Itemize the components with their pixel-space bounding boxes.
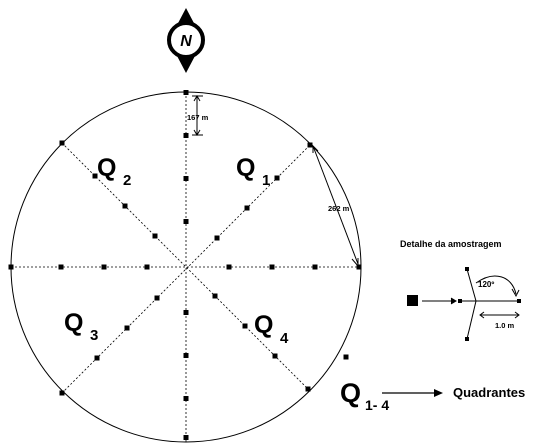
sampling-point bbox=[92, 173, 98, 179]
quadrant-q: Q bbox=[64, 309, 83, 337]
quadrant-q: Q bbox=[97, 154, 116, 182]
transect-nw-se bbox=[61, 142, 311, 392]
sampling-point bbox=[272, 353, 278, 359]
detail-square-marker bbox=[407, 295, 418, 306]
detail-length-label: 1.0 m bbox=[495, 321, 515, 330]
sampling-point bbox=[214, 235, 220, 241]
quadrant-label-4: Q 4 bbox=[254, 311, 289, 347]
legend-range: 1- 4 bbox=[365, 397, 389, 413]
sampling-point bbox=[183, 90, 189, 95]
detail-point bbox=[465, 267, 469, 271]
sampling-point bbox=[183, 353, 189, 358]
sampling-point bbox=[183, 396, 189, 401]
sampling-point bbox=[212, 293, 218, 299]
sampling-point bbox=[356, 264, 362, 270]
north-compass: N bbox=[167, 8, 205, 73]
sampling-point bbox=[152, 233, 158, 239]
spacing-dimension bbox=[192, 95, 203, 136]
quadrant-subscript: 1 bbox=[262, 172, 270, 189]
sampling-points bbox=[8, 90, 362, 440]
quadrant-subscript: 2 bbox=[123, 172, 131, 189]
transect-ne-sw bbox=[61, 144, 311, 394]
sampling-point bbox=[183, 310, 189, 315]
detail-point bbox=[465, 337, 469, 341]
detail-point bbox=[458, 299, 462, 303]
sampling-point bbox=[183, 176, 189, 181]
sampling-point bbox=[305, 386, 311, 392]
detail-angle-label: 120º bbox=[478, 280, 494, 289]
sampling-point bbox=[343, 354, 349, 360]
sampling-point bbox=[124, 325, 130, 331]
sampling-point bbox=[183, 133, 189, 138]
quadrant-label-1: Q 1 bbox=[236, 154, 270, 189]
legend-label: Quadrantes bbox=[453, 385, 525, 400]
compass-south-arrow bbox=[176, 54, 196, 73]
arc-label: 262 m bbox=[328, 204, 350, 213]
sampling-detail: 120º 1.0 m bbox=[407, 267, 521, 341]
legend-q: Q bbox=[340, 378, 361, 408]
sampling-point bbox=[307, 142, 313, 148]
quadrant-subscript: 4 bbox=[280, 330, 289, 347]
sampling-point bbox=[94, 355, 100, 361]
sampling-point bbox=[8, 264, 14, 270]
sampling-point bbox=[244, 205, 250, 211]
detail-title: Detalhe da amostragem bbox=[400, 239, 502, 249]
quadrant-q: Q bbox=[236, 154, 255, 182]
detail-point bbox=[517, 299, 521, 303]
sampling-point bbox=[274, 175, 280, 181]
sampling-point bbox=[59, 390, 65, 396]
arc-dimension bbox=[312, 144, 359, 268]
sampling-point bbox=[122, 203, 128, 209]
sampling-point bbox=[242, 323, 248, 329]
compass-north-arrow bbox=[176, 8, 196, 27]
sampling-point bbox=[183, 219, 189, 224]
sampling-point bbox=[312, 264, 318, 270]
sampling-point bbox=[144, 264, 150, 270]
sampling-point bbox=[59, 140, 65, 146]
sampling-point bbox=[154, 295, 160, 301]
transect-lines bbox=[11, 92, 361, 442]
compass-north-letter: N bbox=[180, 33, 192, 50]
sampling-point bbox=[101, 264, 107, 270]
legend-arrow-head bbox=[434, 389, 443, 397]
quadrant-label-2: Q 2 bbox=[97, 154, 131, 189]
quadrant-subscript: 3 bbox=[90, 327, 98, 344]
sampling-point bbox=[269, 264, 275, 270]
quadrant-q: Q bbox=[254, 311, 273, 339]
quadrant-label-3: Q 3 bbox=[64, 309, 98, 344]
sampling-point bbox=[183, 435, 189, 440]
spacing-label: 167 m bbox=[187, 113, 209, 122]
sampling-point bbox=[226, 264, 232, 270]
sampling-point bbox=[58, 264, 64, 270]
legend: Q 1- 4 Quadrantes bbox=[340, 378, 525, 413]
